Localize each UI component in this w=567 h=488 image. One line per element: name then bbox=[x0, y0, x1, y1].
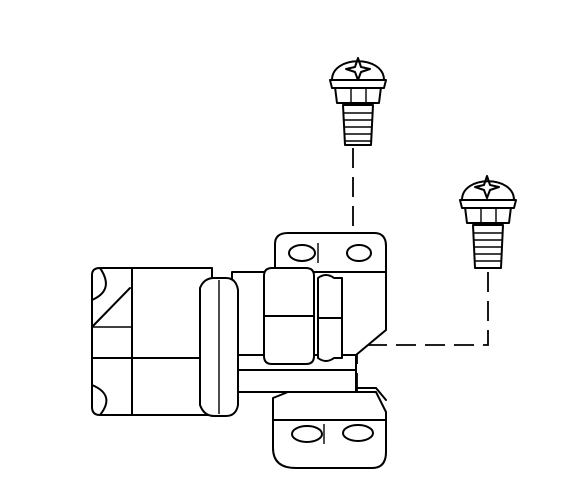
pipe-fitting bbox=[91, 232, 387, 469]
right-bolt bbox=[459, 175, 517, 269]
left-bolt bbox=[329, 57, 387, 146]
